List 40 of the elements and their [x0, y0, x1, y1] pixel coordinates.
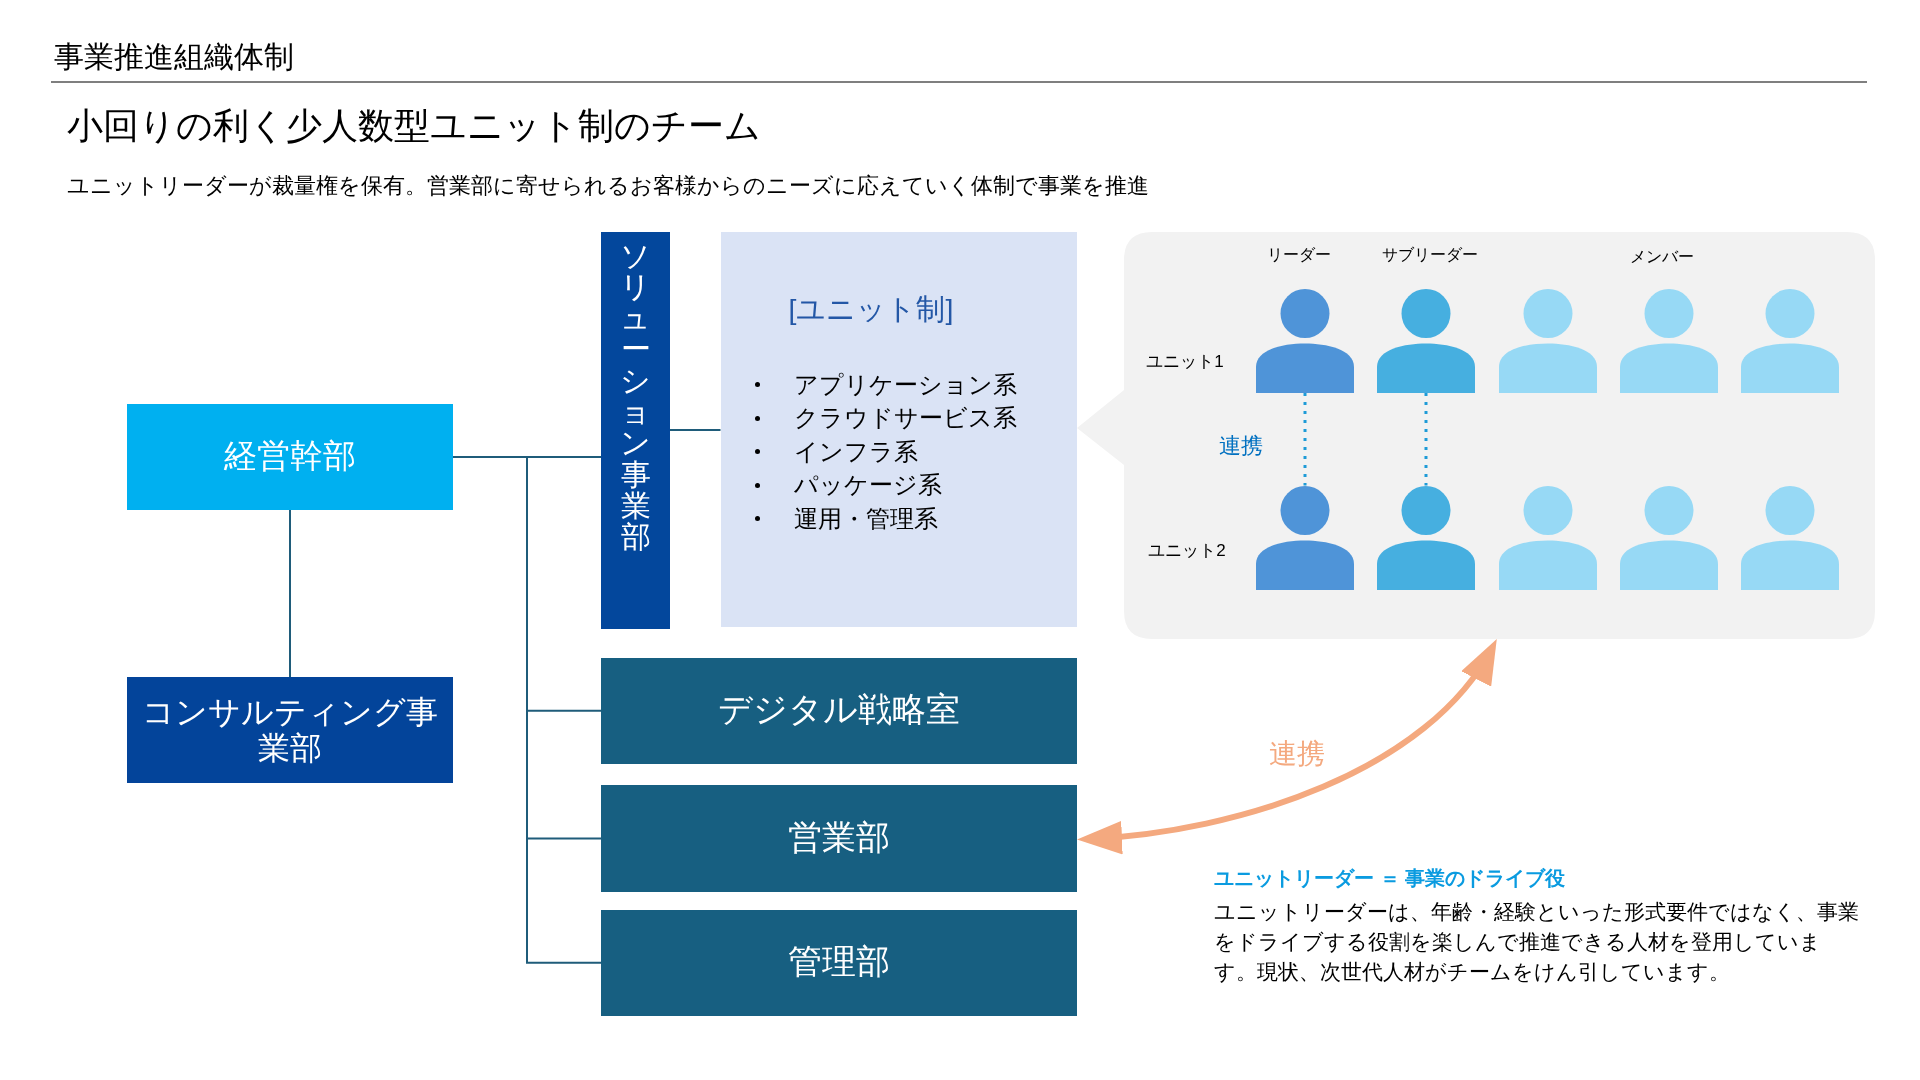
list-item: パッケージ系 [794, 470, 942, 500]
person-icon [1377, 485, 1475, 590]
list-item: 運用・管理系 [794, 504, 938, 533]
column-header: リーダー [1267, 245, 1331, 265]
note-heading: ユニットリーダー ＝ 事業のドライブ役 [1214, 866, 1566, 890]
dotted-line [1424, 393, 1428, 486]
person-icon [1256, 289, 1354, 393]
box-title: [ユニット制] [788, 291, 954, 327]
person-icon [1620, 485, 1718, 590]
org-box: デジタル戦略室 [601, 657, 1077, 764]
column-header: メンバー [1630, 247, 1694, 267]
note-text: ユニットリーダーは、年齢・経験といった形式要件ではなく、事業をドライブする役割を楽しんで推進できる人材を登用しています。現状、次世代人材がチームをけん引しています。 [1214, 899, 1859, 985]
slide-title: 小回りの利く少人数型ユニット制のチーム [67, 104, 761, 148]
row-label: ユニット1 [1146, 351, 1224, 373]
column-header: サブリーダー [1382, 245, 1478, 265]
person-icon [1498, 485, 1597, 590]
org-box: ソリューション事業部 [601, 231, 670, 629]
curved-arrow [1077, 639, 1498, 854]
row-label: ユニット2 [1148, 540, 1226, 562]
org-box: コンサルティング事業部 [127, 677, 453, 783]
link-label: 連携 [1219, 432, 1263, 460]
page-header: 事業推進組織体制 [54, 39, 294, 75]
list-item: アプリケーション系 [794, 370, 1017, 399]
person-icon [1741, 485, 1839, 590]
person-icon [1741, 289, 1839, 393]
callout-panel [1077, 232, 1875, 639]
person-icon [1498, 289, 1597, 393]
info-box [720, 231, 1077, 627]
connector-line [669, 429, 722, 431]
subtitle: ユニットリーダーが裁量権を保有。営業部に寄せられるお客様からのニーズに応えていく体制で事業を推進 [67, 173, 1149, 199]
person-icon [1256, 485, 1354, 590]
dotted-line [1303, 393, 1307, 486]
list-item: クラウドサービス系 [794, 403, 1017, 433]
person-icon [1377, 289, 1475, 393]
connector-line [289, 509, 291, 678]
org-box: 管理部 [601, 909, 1077, 1016]
org-box: 経営幹部 [127, 404, 453, 510]
person-icon [1620, 289, 1718, 393]
list-item: インフラ系 [794, 437, 918, 466]
org-box: 営業部 [601, 785, 1077, 892]
